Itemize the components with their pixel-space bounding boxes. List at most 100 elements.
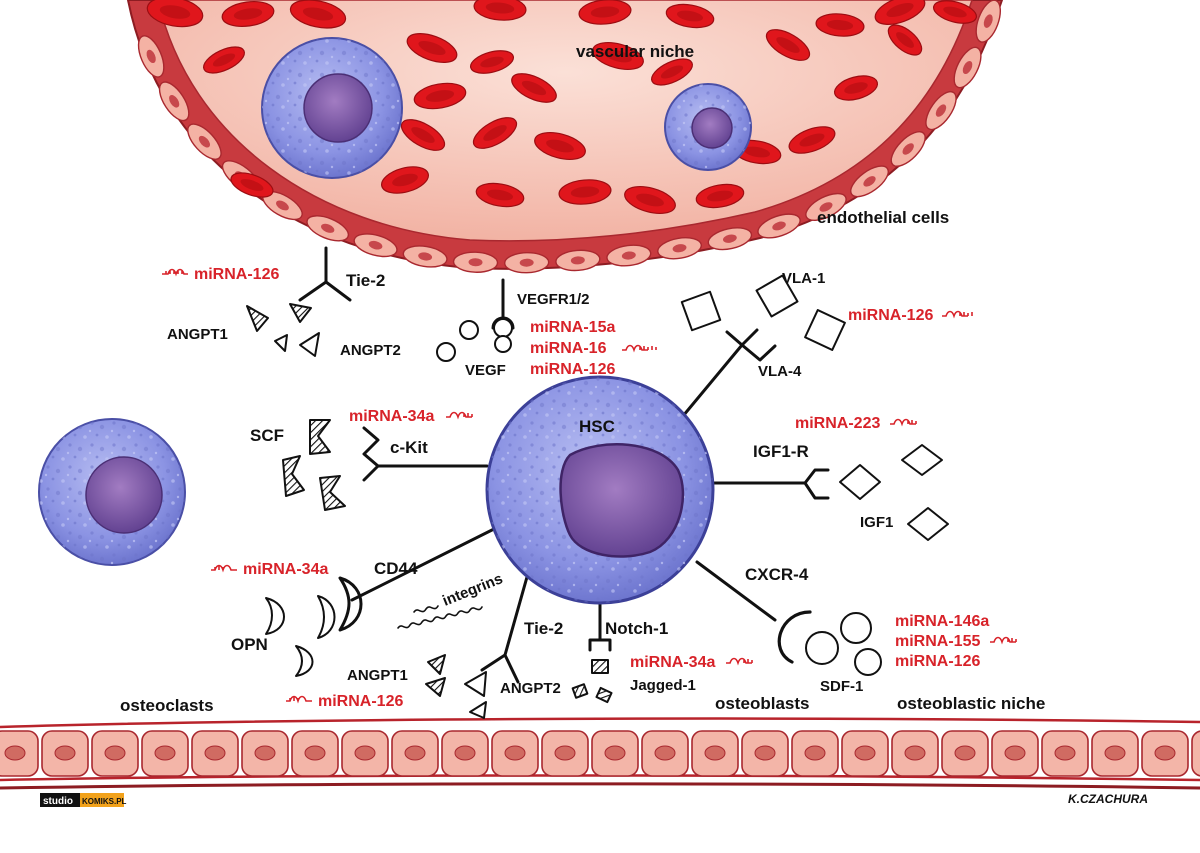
endothelial-cell (452, 251, 499, 273)
rbc-center (240, 179, 264, 191)
osteoblast-cell (641, 730, 689, 777)
bone-edge (0, 782, 1200, 790)
red-blood-cell (558, 179, 612, 205)
osteoblast-nucleus (554, 745, 576, 761)
mirna-vegf-1: miRNA-15a (530, 319, 615, 336)
angpt2-top-label: ANGPT2 (340, 342, 401, 359)
logo-left-text: studio (43, 796, 73, 807)
red-blood-cell (788, 126, 836, 154)
osteoblast-nucleus (854, 745, 876, 761)
mirna-vla: miRNA-126 (848, 307, 933, 324)
osteoblast-cell (341, 730, 389, 777)
rbc-center (886, 2, 914, 18)
cxcr4-label: CXCR-4 (745, 565, 809, 584)
mirna-cd44: miRNA-34a (243, 561, 328, 578)
red-blood-cell (592, 41, 644, 71)
igf1-label: IGF1 (860, 514, 893, 531)
red-blood-cell (578, 0, 632, 25)
osteoblast-cell (141, 730, 189, 777)
red-blood-cell (651, 58, 693, 86)
igf1-shape-2 (839, 464, 881, 500)
rbc-center (660, 65, 684, 79)
red-blood-cell (406, 33, 458, 63)
osteoblast-cell (0, 730, 39, 777)
tie2-top-group: Tie-2 ANGPT1 ANGPT2 miRNA-126 (162, 246, 401, 359)
rbc-center (418, 40, 446, 56)
signature: K.CZACHURA (1068, 792, 1148, 806)
endothelial-cell-nucleus (146, 49, 156, 64)
opn-label: OPN (231, 635, 268, 654)
scf-shape-2 (282, 455, 305, 497)
osteoblast-nucleus (804, 745, 826, 761)
mirna-wave-icon (726, 657, 753, 666)
rbc-center (411, 127, 435, 143)
endothelial-cell (953, 46, 982, 89)
mirna-vegf-3: miRNA-126 (530, 361, 615, 378)
mirna-wave-icon (162, 268, 188, 277)
scf-shape-3 (319, 475, 346, 511)
red-blood-cell (765, 29, 811, 61)
vla4-label: VLA-4 (758, 363, 802, 380)
vegfr-label: VEGFR1/2 (517, 291, 590, 308)
rbc-center (844, 82, 868, 94)
angpt2-bottom-shape-1 (464, 671, 487, 697)
angpt1-top-shape-2 (289, 303, 312, 323)
osteoblast-nucleus (604, 745, 626, 761)
rbc-center (896, 32, 914, 48)
endothelial-cell (975, 0, 1002, 43)
osteoblast-nucleus (704, 745, 726, 761)
osteoblastic-niche-label: osteoblastic niche (897, 694, 1045, 713)
red-blood-cell (230, 172, 274, 198)
red-blood-cell (469, 50, 515, 74)
tie2-bottom-label: Tie-2 (524, 619, 563, 638)
logo-right-text: KOMIKS.PL (82, 797, 127, 806)
vla-ligand-1 (680, 290, 722, 332)
osteoblast-cell (491, 730, 539, 777)
angpt2-bottom-label: ANGPT2 (500, 680, 561, 697)
cd44-label: CD44 (374, 559, 418, 578)
osteoblast-nucleus (504, 745, 526, 761)
rbc-center (486, 189, 514, 201)
endothelial-cell (657, 237, 702, 260)
endothelial-cell-nucleus (863, 176, 876, 187)
endothelial-cell (890, 131, 926, 167)
osteoblast-cell (191, 730, 239, 777)
rbc-center (159, 5, 191, 19)
scf-label: SCF (250, 426, 284, 445)
vascular-niche-label: vascular niche (576, 42, 694, 61)
mirna-cxcr4-1: miRNA-146a (895, 613, 989, 630)
receptor-stalks (350, 343, 807, 657)
sdf1-shape-2 (840, 612, 872, 644)
red-blood-cell (874, 0, 926, 25)
osteoblast-cell (441, 730, 489, 777)
sdf1-shape-1 (805, 631, 839, 665)
red-blood-cell (475, 182, 525, 208)
rbc-center (483, 125, 507, 141)
osteoblast-nucleus (354, 745, 376, 761)
sdf1-label: SDF-1 (820, 678, 863, 695)
vascular-niche: vascular niche (126, 0, 1004, 274)
mirna-igf: miRNA-223 (795, 415, 880, 432)
endothelial-cell-nucleus (468, 258, 483, 267)
osteoblast-nucleus (1004, 745, 1026, 761)
osteoblast-cell (741, 730, 789, 777)
osteoblast-cell (941, 730, 989, 777)
endothelial-cell (555, 249, 601, 272)
endothelial-cell-nucleus (368, 240, 383, 250)
rbc-center (392, 173, 418, 187)
angpt2-bottom-shape-2 (469, 701, 487, 719)
endothelial-cell (187, 123, 222, 160)
endothelial-cell-nucleus (321, 223, 335, 233)
angpt1-bottom-shape-1 (427, 654, 446, 675)
igf1-shape-3 (907, 507, 949, 541)
opn-shape-2 (265, 597, 285, 635)
osteoclasts-label: osteoclasts (120, 696, 214, 715)
endothelial-cell-nucleus (570, 256, 585, 265)
osteoblast-nucleus (654, 745, 676, 761)
rbc-center (480, 56, 504, 68)
bone-line-top (0, 717, 1200, 729)
endothelial-cell-nucleus (902, 143, 914, 155)
osteoblast-cell (1041, 730, 1089, 777)
osteoblast-nucleus (104, 745, 126, 761)
